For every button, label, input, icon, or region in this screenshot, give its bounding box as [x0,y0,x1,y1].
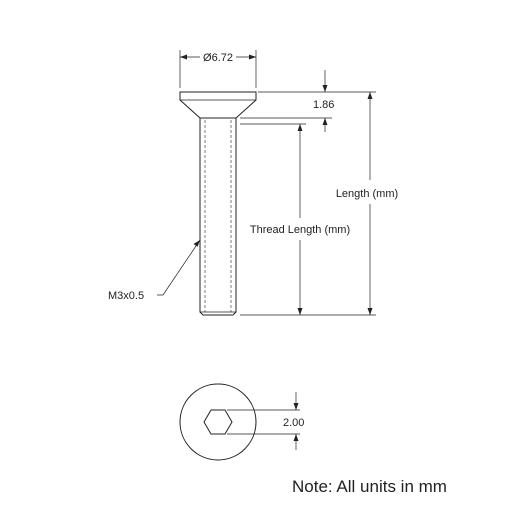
head-diameter-label: Ø6.72 [203,52,233,64]
thread-length-dimension: Thread Length (mm) [240,123,350,315]
head-height-dimension: 1.86 [240,70,334,132]
thread-callout-label: M3x0.5 [108,290,144,302]
length-label: Length (mm) [336,188,398,200]
hex-size-dimension: 2.00 [227,392,304,450]
head-diameter-dimension: Ø6.72 [179,50,257,88]
screw-shank [199,118,237,316]
head-height-label: 1.86 [313,99,334,111]
screw-side-view [179,91,257,316]
thread-callout: M3x0.5 [108,239,201,302]
screw-head [179,91,257,119]
screw-top-view [179,383,257,461]
hex-socket-icon [203,409,233,435]
head-circle [179,383,257,461]
length-dimension: Length (mm) [240,91,398,316]
units-note: Note: All units in mm [292,477,447,496]
thread-length-label: Thread Length (mm) [250,224,350,236]
hex-size-label: 2.00 [283,417,304,429]
